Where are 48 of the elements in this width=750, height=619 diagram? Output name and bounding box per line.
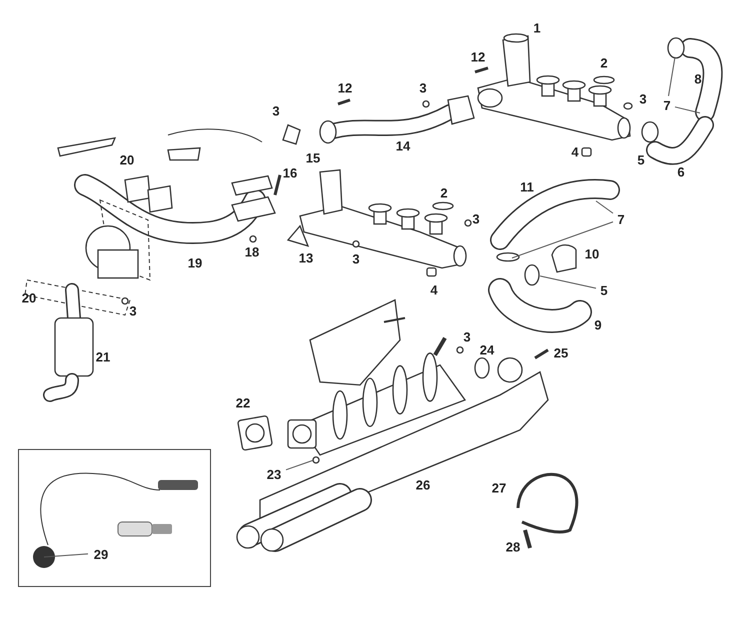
callout-number: 3 bbox=[272, 104, 280, 118]
callout-number: 2 bbox=[600, 56, 608, 70]
callout-number: 29 bbox=[89, 545, 113, 563]
callout-number: 23 bbox=[262, 465, 286, 483]
callout-number: 7 bbox=[613, 210, 629, 228]
leader-line bbox=[596, 200, 614, 214]
callout-number: 18 bbox=[244, 246, 260, 258]
callout-number: 3 bbox=[419, 82, 427, 94]
leader-line bbox=[674, 106, 700, 114]
callout-number: 3 bbox=[639, 92, 647, 106]
callout-number: 8 bbox=[694, 72, 702, 86]
callout-number: 10 bbox=[584, 248, 600, 260]
callout-number: 13 bbox=[298, 252, 314, 264]
leader-line bbox=[540, 276, 596, 289]
callout-number: 6 bbox=[677, 166, 685, 178]
callout-number: 21 bbox=[96, 350, 110, 364]
callout-number: 5 bbox=[596, 281, 612, 299]
leader-line bbox=[286, 460, 314, 470]
callout-number: 1 bbox=[533, 22, 541, 34]
callout-number: 27 bbox=[492, 482, 506, 494]
callout-number: 20 bbox=[22, 292, 36, 304]
callout-number: 9 bbox=[594, 318, 602, 332]
callout-number: 14 bbox=[396, 140, 410, 152]
leader-line bbox=[512, 221, 614, 258]
inset-frame bbox=[18, 449, 211, 587]
callout-number: 25 bbox=[554, 346, 568, 360]
callout-number: 3 bbox=[352, 252, 360, 266]
callout-number: 4 bbox=[430, 284, 438, 296]
callout-number: 24 bbox=[480, 344, 494, 356]
callout-number: 2 bbox=[440, 186, 448, 200]
callout-number: 3 bbox=[129, 304, 137, 318]
callout-number: 19 bbox=[188, 256, 202, 270]
callout-number: 3 bbox=[472, 212, 480, 226]
leader-line bbox=[668, 56, 676, 96]
callout-number: 7 bbox=[659, 96, 675, 114]
callout-number: 20 bbox=[120, 154, 134, 166]
callout-number: 22 bbox=[236, 396, 250, 410]
callout-number: 12 bbox=[470, 50, 486, 64]
callout-number: 4 bbox=[571, 146, 579, 158]
callout-number: 26 bbox=[416, 478, 430, 492]
callout-number: 11 bbox=[520, 180, 534, 194]
callout-number: 5 bbox=[637, 154, 645, 166]
callout-number: 15 bbox=[306, 152, 320, 164]
callout-number: 16 bbox=[282, 166, 298, 180]
callout-number: 3 bbox=[463, 330, 471, 344]
callout-number: 12 bbox=[338, 82, 352, 94]
callout-number: 28 bbox=[506, 540, 520, 554]
leader-line bbox=[44, 553, 88, 558]
